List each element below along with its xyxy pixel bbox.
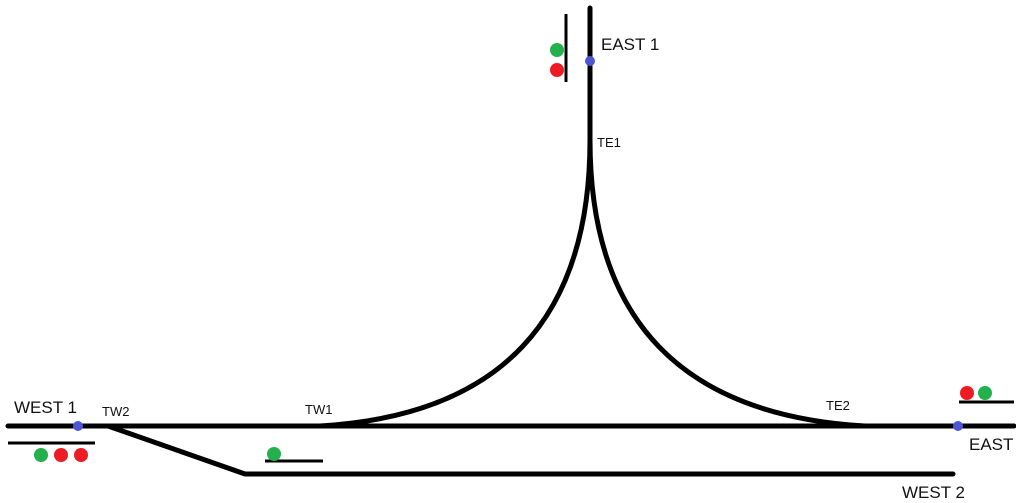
siding-signal-light-1 — [267, 447, 281, 461]
label-east1: EAST 1 — [601, 35, 659, 54]
west1-sensor-dot — [73, 421, 83, 431]
east1-sensor-dot — [585, 56, 595, 66]
west1-signal-light-1 — [34, 448, 48, 462]
east1-signal-light-1 — [550, 43, 564, 57]
east1-signal-light-2 — [550, 63, 564, 77]
east2-signal-light-1 — [960, 386, 974, 400]
label-west1: WEST 1 — [14, 398, 77, 417]
east2-sensor-dot — [953, 421, 963, 431]
label-west2: WEST 2 — [902, 483, 965, 502]
diverging-track — [105, 423, 248, 477]
west1-signal-light-2 — [54, 448, 68, 462]
label-east2: EAST 2 — [969, 435, 1016, 454]
east2-signal-light-2 — [978, 386, 992, 400]
west1-signal-light-3 — [74, 448, 88, 462]
label-tw2: TW2 — [102, 404, 129, 419]
label-tw1: TW1 — [305, 402, 332, 417]
wye-curve-west — [317, 137, 593, 429]
label-te1: TE1 — [597, 135, 621, 150]
label-te2: TE2 — [826, 398, 850, 413]
wye-curve-east — [587, 137, 868, 429]
